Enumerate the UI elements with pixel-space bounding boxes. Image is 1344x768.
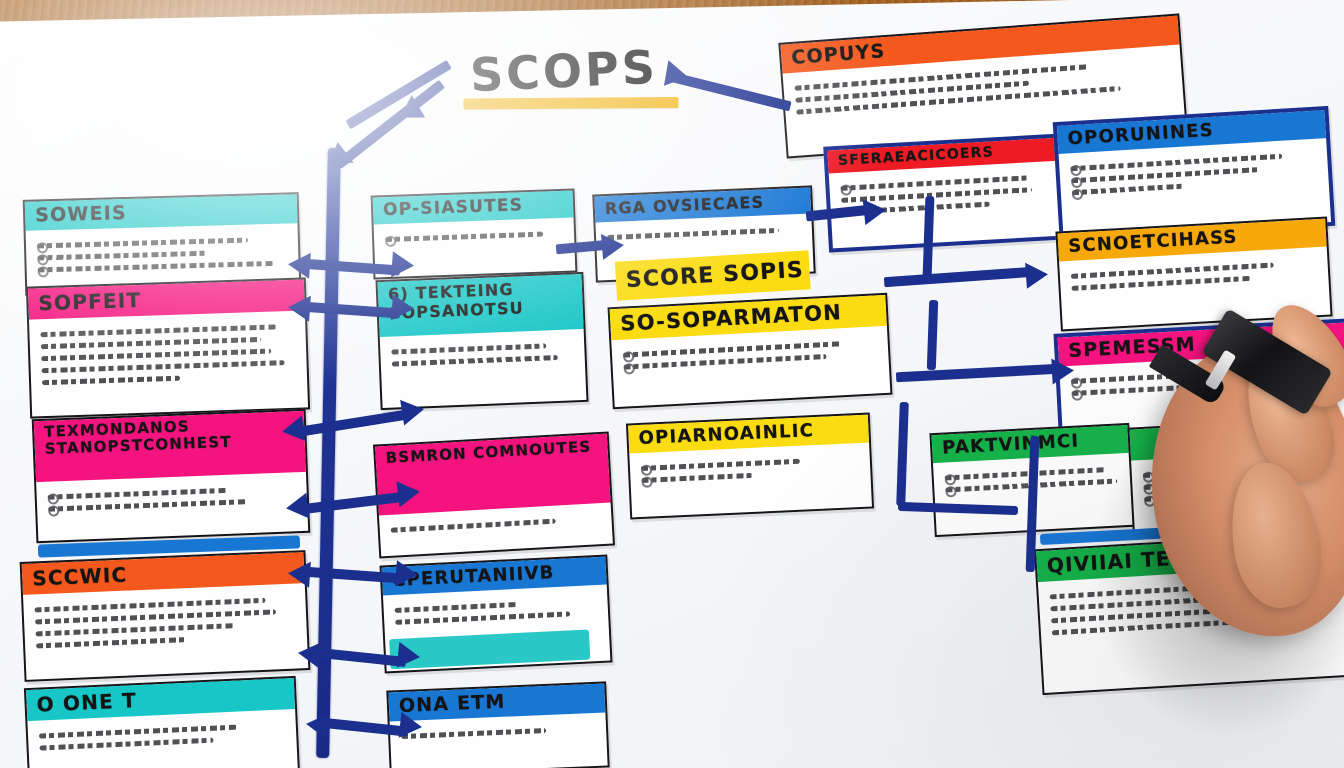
arrow-cross-4-head-l	[284, 492, 310, 522]
arrow-title-right	[670, 72, 792, 112]
card-texmondanos-body	[36, 472, 308, 527]
arrow-center-to-right-2-head	[1025, 261, 1049, 289]
arrow-title-to-spine-head	[320, 141, 354, 177]
arrow-cross-3-head-l	[280, 415, 306, 445]
card-opiarnoainlic-body	[629, 443, 871, 499]
arrow-cross-6-head-r	[396, 641, 422, 671]
line-item	[623, 353, 827, 370]
arrow-cross-5-head-r	[395, 560, 419, 588]
line-item	[640, 458, 801, 471]
line-item	[390, 518, 557, 533]
line-item	[41, 360, 285, 374]
card-sopfeit[interactable]: SOPFEIT	[25, 277, 311, 419]
connector-vertical-right-3	[896, 401, 909, 507]
arrow-center-to-right-3	[895, 363, 1061, 383]
line-item	[40, 324, 276, 338]
card-so-soparmaton[interactable]: SO-SOPARMATON	[607, 292, 893, 410]
card-texmondanos[interactable]: TEXMONDANOS STANOPSTCONHEST	[31, 408, 311, 544]
line-item	[38, 724, 238, 739]
card-sreraeacicoers[interactable]: SFERAEACICOERS	[823, 133, 1069, 253]
arrow-center-to-right-2	[883, 266, 1035, 288]
card-tekteing[interactable]: 6) TEKTEING SOPSANOTSU	[375, 271, 589, 411]
arrow-cross-1-head-l	[287, 251, 311, 279]
card-sopfeit-body	[29, 310, 308, 400]
line-item	[41, 375, 181, 386]
line-item	[37, 260, 274, 273]
line-item	[40, 336, 262, 350]
connector-vertical-right-2	[926, 299, 939, 371]
arrow-cross-7-head-l	[304, 710, 330, 740]
card-scowic-body	[23, 583, 308, 664]
arrow-cross-2-head-l	[287, 294, 311, 322]
arrow-cross-4-head-r	[396, 478, 422, 508]
arrow-center-to-right-1-head	[862, 196, 888, 226]
arrow-center-to-right-3-head	[1051, 357, 1075, 385]
line-item	[35, 623, 235, 637]
line-item	[48, 499, 248, 512]
arrow-cross-2-head-r	[391, 294, 415, 322]
line-item	[401, 727, 547, 740]
line-item	[37, 250, 208, 261]
arrow-cross-5-head-l	[287, 560, 311, 588]
card-texmondanos-header: TEXMONDANOS STANOPSTCONHEST	[33, 410, 306, 483]
arrow-cross-6-head-l	[296, 639, 322, 669]
line-item	[1071, 275, 1251, 291]
line-item	[606, 227, 780, 241]
line-item	[394, 601, 518, 613]
line-item	[1071, 183, 1186, 196]
title-underline-highlight	[463, 96, 679, 110]
line-item	[35, 609, 277, 625]
line-item	[47, 487, 227, 500]
line-item	[39, 737, 214, 751]
arrow-cross-3	[295, 408, 413, 438]
line-item	[641, 472, 753, 483]
line-item	[391, 354, 558, 367]
central-navy-spine	[316, 147, 341, 759]
line-item	[385, 231, 544, 243]
card-oonet[interactable]: O ONE T	[23, 675, 301, 768]
arrow-cross-7-head-r	[398, 711, 424, 741]
arrow-title-right-head	[663, 60, 691, 90]
arrow-cross-1-head-r	[391, 251, 415, 279]
card-tekteing-body	[380, 329, 586, 382]
line-item	[36, 237, 248, 249]
connector-vertical-right-1	[922, 195, 935, 279]
card-scowic[interactable]: SCCWIC	[19, 550, 311, 682]
line-item	[391, 343, 546, 355]
page-title: SCOPS	[468, 39, 659, 103]
card-opiarnoainlic[interactable]: OPIARNOAINLIC	[625, 412, 875, 520]
arrow-mid-to-center-head	[600, 232, 626, 260]
arrow-cross-3-head-r	[400, 396, 426, 426]
line-item	[944, 467, 1107, 481]
line-item	[41, 348, 272, 362]
diagram-title-group: SCOPS	[463, 39, 679, 110]
line-item	[36, 637, 189, 649]
line-item	[395, 611, 571, 625]
